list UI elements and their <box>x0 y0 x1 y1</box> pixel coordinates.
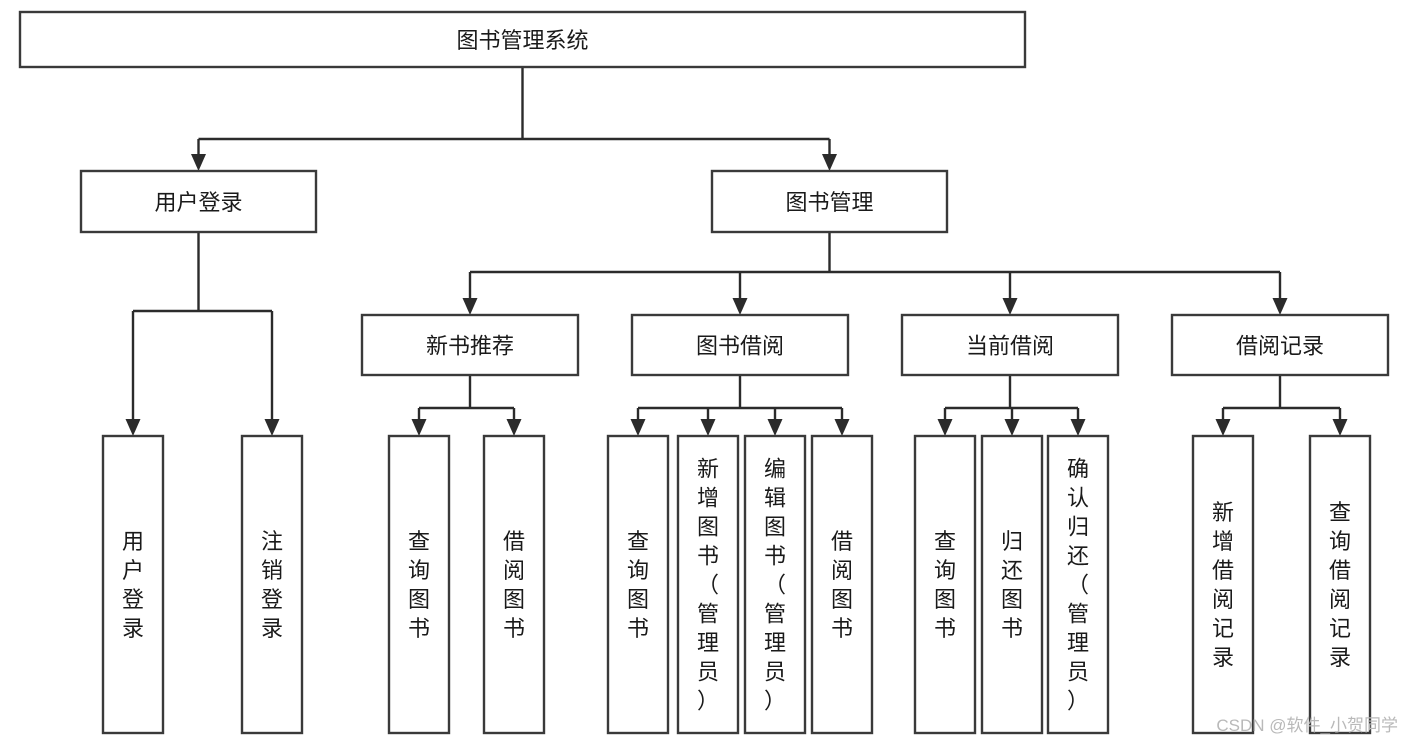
node-label-user-login: 用户登录 <box>154 190 242 215</box>
node-label-leaf-edit-book: 编辑图书（管理员） <box>764 457 786 714</box>
node-leaf-query-record[interactable]: 查询借阅记录 <box>1308 434 1372 735</box>
connector-arrowhead <box>767 419 783 436</box>
node-label-leaf-return-book: 归还图书 <box>1001 529 1023 641</box>
node-box-leaf-query-book-2 <box>606 434 670 735</box>
node-label-leaf-query-book-2: 查询图书 <box>627 529 649 641</box>
connector-arrowhead <box>1332 419 1348 436</box>
node-label-root: 图书管理系统 <box>456 28 588 53</box>
node-box-leaf-edit-book <box>743 434 807 735</box>
node-label-leaf-query-book-1: 查询图书 <box>408 529 430 641</box>
node-box-leaf-user-login <box>101 434 165 735</box>
node-box-leaf-borrow-book-2 <box>810 434 874 735</box>
node-label-current-borrow: 当前借阅 <box>966 334 1054 359</box>
connector-arrowhead <box>732 298 748 315</box>
node-leaf-add-record[interactable]: 新增借阅记录 <box>1191 434 1255 735</box>
connector-arrowhead <box>1070 419 1086 436</box>
connector-arrowhead <box>462 298 478 315</box>
node-box-book-manage <box>710 169 949 234</box>
connector-arrowhead <box>264 419 280 436</box>
node-leaf-query-book-1[interactable]: 查询图书 <box>387 434 451 735</box>
node-box-root <box>18 10 1027 69</box>
node-box-leaf-query-book-3 <box>913 434 977 735</box>
node-label-borrow-record: 借阅记录 <box>1236 334 1324 359</box>
node-label-leaf-add-record: 新增借阅记录 <box>1212 500 1234 670</box>
connector-arrowhead <box>630 419 646 436</box>
node-label-leaf-confirm-return: 确认归还（管理员） <box>1067 457 1089 714</box>
node-box-leaf-add-record <box>1191 434 1255 735</box>
node-current-borrow[interactable]: 当前借阅 <box>900 313 1120 377</box>
node-label-leaf-query-book-3: 查询图书 <box>934 529 956 641</box>
connector-layer <box>125 67 1348 436</box>
connector-arrowhead <box>411 419 427 436</box>
node-leaf-query-book-2[interactable]: 查询图书 <box>606 434 670 735</box>
connector-arrowhead <box>822 154 837 171</box>
node-root[interactable]: 图书管理系统 <box>18 10 1027 69</box>
node-label-leaf-user-login: 用户登录 <box>122 529 144 641</box>
node-user-login[interactable]: 用户登录 <box>79 169 318 234</box>
node-leaf-return-book[interactable]: 归还图书 <box>980 434 1044 735</box>
node-leaf-borrow-book-1[interactable]: 借阅图书 <box>482 434 546 735</box>
node-book-manage[interactable]: 图书管理 <box>710 169 949 234</box>
connector-arrowhead <box>700 419 716 436</box>
node-box-leaf-confirm-return <box>1046 434 1110 735</box>
node-box-leaf-user-logout <box>240 434 304 735</box>
node-book-borrow[interactable]: 图书借阅 <box>630 313 850 377</box>
node-leaf-confirm-return[interactable]: 确认归还（管理员） <box>1046 434 1110 735</box>
node-box-current-borrow <box>900 313 1120 377</box>
node-box-borrow-record <box>1170 313 1390 377</box>
node-label-new-book-recommend: 新书推荐 <box>426 334 514 359</box>
node-box-leaf-add-book <box>676 434 740 735</box>
csdn-watermark: CSDN @软件_小贺同学 <box>1216 716 1398 735</box>
node-box-leaf-query-record <box>1308 434 1372 735</box>
node-box-new-book-recommend <box>360 313 580 377</box>
node-label-leaf-borrow-book-2: 借阅图书 <box>831 529 853 641</box>
node-label-book-manage: 图书管理 <box>785 190 873 215</box>
connector-arrowhead <box>125 419 141 436</box>
node-new-book-recommend[interactable]: 新书推荐 <box>360 313 580 377</box>
connector-arrowhead <box>937 419 953 436</box>
node-leaf-edit-book[interactable]: 编辑图书（管理员） <box>743 434 807 735</box>
node-leaf-borrow-book-2[interactable]: 借阅图书 <box>810 434 874 735</box>
node-box-leaf-query-book-1 <box>387 434 451 735</box>
node-box-book-borrow <box>630 313 850 377</box>
node-leaf-user-logout[interactable]: 注销登录 <box>240 434 304 735</box>
node-layer: 图书管理系统用户登录图书管理新书推荐图书借阅当前借阅借阅记录用户登录注销登录查询… <box>18 10 1390 735</box>
node-box-user-login <box>79 169 318 234</box>
connector-arrowhead <box>1004 419 1020 436</box>
node-label-leaf-borrow-book-1: 借阅图书 <box>503 529 525 641</box>
node-label-leaf-query-record: 查询借阅记录 <box>1329 500 1351 670</box>
node-box-leaf-borrow-book-1 <box>482 434 546 735</box>
connector-arrowhead <box>1215 419 1231 436</box>
connector-arrowhead <box>1272 298 1288 315</box>
node-leaf-add-book[interactable]: 新增图书（管理员） <box>676 434 740 735</box>
node-borrow-record[interactable]: 借阅记录 <box>1170 313 1390 377</box>
connector-arrowhead <box>506 419 522 436</box>
connector-arrowhead <box>191 154 206 171</box>
node-label-book-borrow: 图书借阅 <box>696 334 784 359</box>
node-leaf-query-book-3[interactable]: 查询图书 <box>913 434 977 735</box>
connector-arrowhead <box>834 419 850 436</box>
connector-arrowhead <box>1002 298 1018 315</box>
node-box-leaf-return-book <box>980 434 1044 735</box>
node-label-leaf-add-book: 新增图书（管理员） <box>697 457 719 714</box>
node-label-leaf-user-logout: 注销登录 <box>261 529 283 641</box>
node-leaf-user-login[interactable]: 用户登录 <box>101 434 165 735</box>
